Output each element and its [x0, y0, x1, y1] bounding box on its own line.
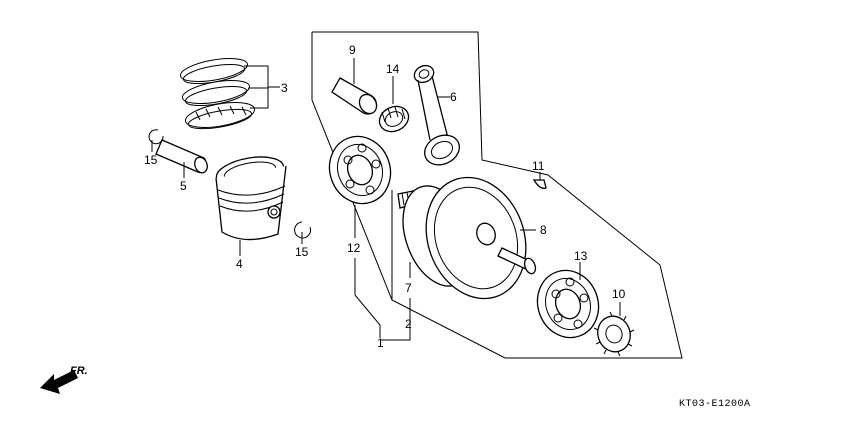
woodruff-key [532, 179, 547, 189]
piston-pin-clip-right [294, 221, 312, 239]
direction-label: FR. [70, 365, 88, 377]
piston-rings [179, 58, 256, 130]
callout-10: 10 [612, 287, 626, 301]
main-bearing-right [536, 269, 600, 339]
crank-pin [331, 77, 378, 115]
callout-5: 5 [180, 179, 187, 193]
callout-12: 12 [347, 241, 361, 255]
callout-3: 3 [281, 81, 288, 95]
callout-15-right: 15 [295, 245, 309, 259]
callout-labels: 1 2 3 4 5 6 7 8 9 10 11 12 13 14 15 15 [144, 43, 626, 350]
callout-15-left: 15 [144, 153, 158, 167]
piston-pin-clip-left [148, 129, 164, 145]
timing-sprocket [593, 311, 635, 357]
crankshaft [397, 176, 537, 300]
callout-2: 2 [405, 317, 412, 331]
callout-6: 6 [450, 90, 457, 104]
main-bearing-left [328, 135, 392, 205]
diagram-code: KT03-E1200A [679, 399, 751, 410]
front-direction-arrow: FR. [40, 365, 88, 394]
callout-11: 11 [532, 159, 545, 173]
callout-8: 8 [540, 223, 547, 237]
callout-4: 4 [236, 257, 243, 271]
piston [215, 156, 287, 241]
connecting-rod [413, 64, 461, 166]
callout-14: 14 [386, 62, 400, 76]
callout-13: 13 [574, 249, 588, 263]
piston-pin [155, 139, 208, 174]
callout-1: 1 [377, 336, 384, 350]
callout-9: 9 [349, 43, 356, 57]
needle-bearing [378, 105, 410, 133]
callout-7: 7 [405, 281, 412, 295]
